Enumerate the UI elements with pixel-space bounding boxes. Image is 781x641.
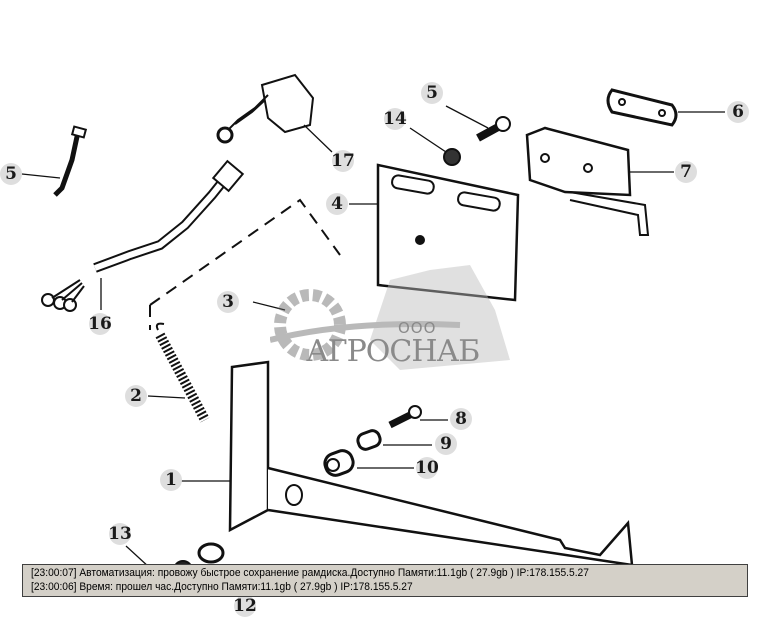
nut-part-icon — [443, 148, 461, 166]
callout-13: 13 — [108, 523, 132, 545]
link-plate-part-icon — [606, 88, 678, 127]
callout-1: 1 — [160, 469, 182, 491]
callout-4: 4 — [326, 193, 348, 215]
callout-7: 7 — [675, 161, 697, 183]
callout-6: 6 — [727, 101, 749, 123]
log-line: [23:00:06] Время: прошел час.Доступно Па… — [31, 581, 413, 593]
callout-14: 14 — [383, 108, 407, 130]
callout-16: 16 — [88, 313, 112, 335]
bushing-part-icon — [323, 449, 355, 477]
callout-2: 2 — [125, 385, 147, 407]
plate-part-icon — [376, 163, 520, 302]
callout-5-right: 5 — [421, 82, 443, 104]
callout-12: 12 — [233, 595, 257, 617]
callout-5-left: 5 — [0, 163, 22, 185]
bolt-part-icon — [476, 116, 511, 142]
leader-lines — [21, 105, 725, 569]
callout-17: 17 — [331, 150, 355, 172]
watermark-prefix: ООО — [398, 319, 437, 337]
spring-part-icon — [155, 322, 210, 423]
cable-part-icon — [41, 159, 245, 312]
callout-9: 9 — [435, 433, 457, 455]
dashed-outline — [149, 198, 341, 330]
connector-part-icon — [216, 73, 315, 144]
strap-part-icon — [53, 125, 88, 197]
log-line: [23:00:07] Автоматизация: провожу быстро… — [31, 567, 589, 579]
lever-part-icon — [228, 360, 634, 567]
callout-10: 10 — [415, 457, 439, 479]
screw-part-icon — [388, 405, 422, 429]
microswitch-part-icon — [525, 126, 650, 236]
company-watermark: ООО АГРОСНАБ — [269, 250, 530, 390]
watermark-name: АГРОСНАБ — [306, 334, 480, 369]
callout-3: 3 — [217, 291, 239, 313]
washer-part-icon — [197, 542, 225, 564]
callout-8: 8 — [450, 408, 472, 430]
gear-combine-logo-icon — [269, 265, 510, 370]
sleeve-part-icon — [356, 429, 382, 451]
status-log-panel: [23:00:07] Автоматизация: провожу быстро… — [22, 564, 748, 597]
